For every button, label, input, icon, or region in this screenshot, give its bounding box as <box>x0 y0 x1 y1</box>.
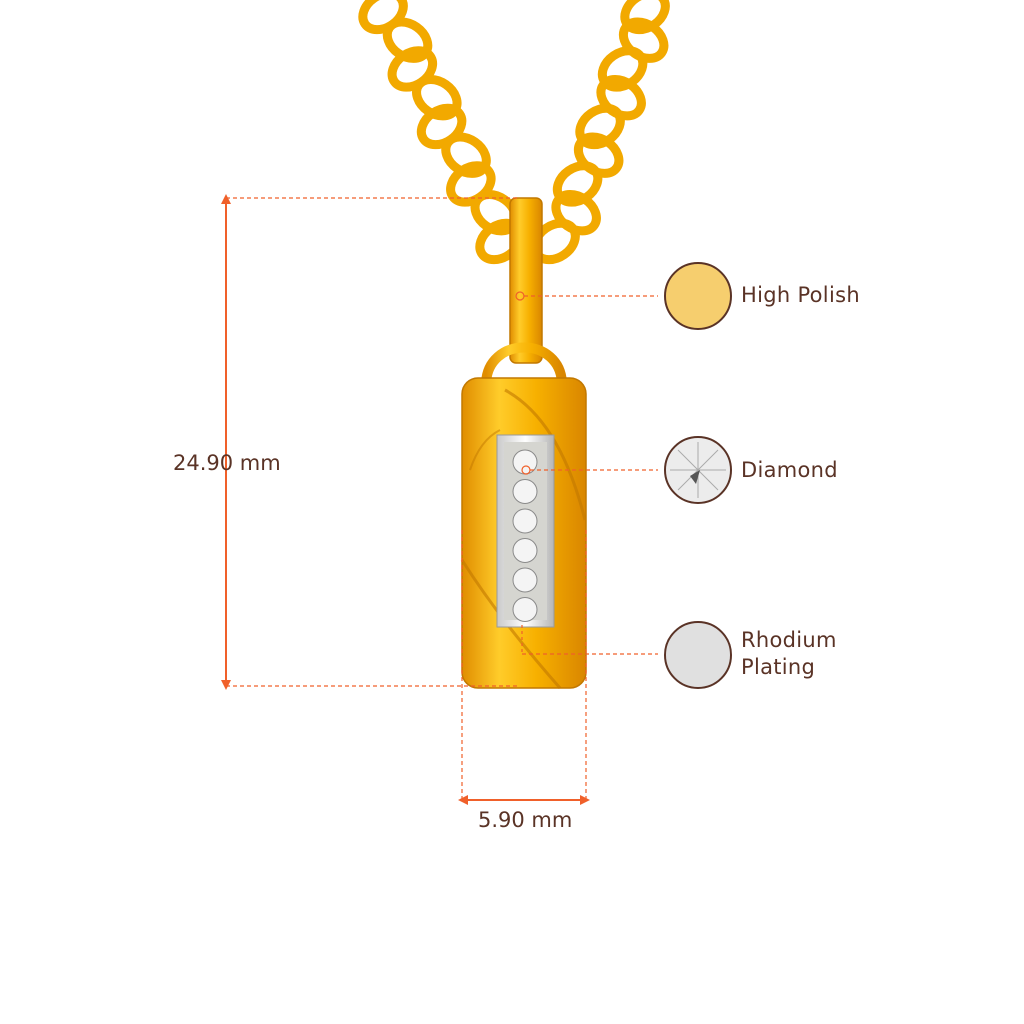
rhodium-label-line1: Rhodium <box>741 628 837 652</box>
high-polish-swatch <box>664 262 732 330</box>
diamond-stone <box>512 508 538 534</box>
pendant-bail <box>509 197 543 364</box>
diamond-stone <box>512 567 538 593</box>
rhodium-label-line2: Plating <box>741 655 816 679</box>
height-dimension-label: 24.90 mm <box>173 451 281 475</box>
diamond-stone <box>512 479 538 504</box>
diamond-stone <box>512 538 538 563</box>
diamond-stones <box>512 449 538 622</box>
width-dimension-label: 5.90 mm <box>478 808 573 832</box>
rhodium-plating-swatch <box>664 621 732 689</box>
high-polish-label: High Polish <box>741 283 860 307</box>
diamond-stone <box>512 597 538 622</box>
diamond-swatch <box>664 436 732 504</box>
rhodium-plating-label: Rhodium Plating <box>741 627 837 681</box>
pendant-loop <box>481 342 567 386</box>
diamond-label: Diamond <box>741 458 838 482</box>
